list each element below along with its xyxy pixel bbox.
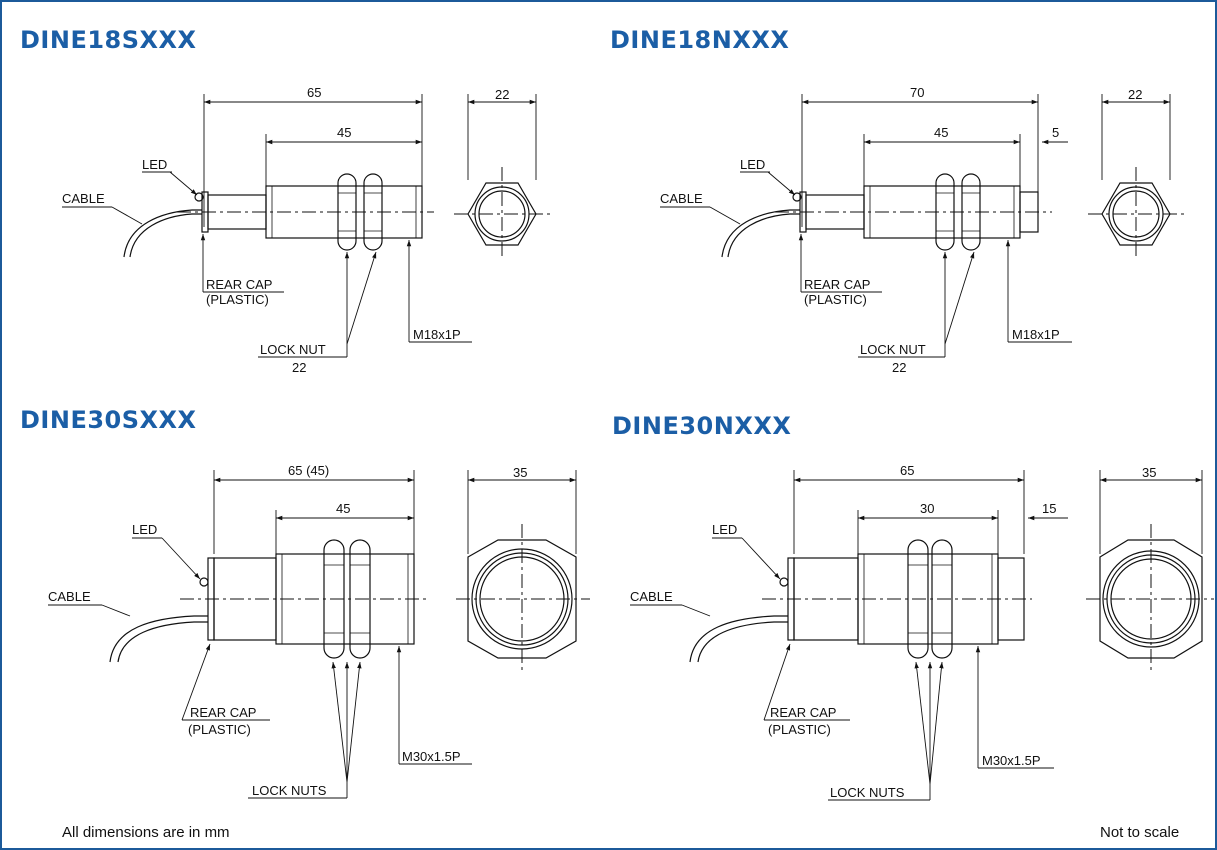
title-dine18nxxx: DINE18NXXX (610, 26, 790, 54)
label-lock-nuts: LOCK NUTS (830, 785, 905, 800)
label-cable: CABLE (62, 191, 105, 206)
label-lock-nut-size: 22 (292, 360, 306, 375)
dim-offset: 15 (1042, 501, 1056, 516)
dim-overall-length: 65 (307, 85, 321, 100)
label-thread-spec: M30x1.5P (402, 749, 461, 764)
dim-overall-length: 65 (900, 463, 914, 478)
label-rear-cap-material: (PLASTIC) (768, 722, 831, 737)
drawing-dine18sxxx (62, 94, 550, 358)
dim-thread-length: 45 (336, 501, 350, 516)
dim-hex-width: 22 (1128, 87, 1142, 102)
label-led: LED (142, 157, 167, 172)
dim-hex-width: 22 (495, 87, 509, 102)
label-rear-cap: REAR CAP (804, 277, 870, 292)
label-lock-nuts: LOCK NUTS (252, 783, 327, 798)
label-rear-cap: REAR CAP (770, 705, 836, 720)
label-thread-spec: M30x1.5P (982, 753, 1041, 768)
label-rear-cap-material: (PLASTIC) (206, 292, 269, 307)
drawing-dine30nxxx (630, 470, 1214, 801)
label-led: LED (132, 522, 157, 537)
label-rear-cap-material: (PLASTIC) (188, 722, 251, 737)
label-rear-cap: REAR CAP (206, 277, 272, 292)
cable (123, 209, 202, 258)
label-cable: CABLE (660, 191, 703, 206)
drawing-dine30sxxx (48, 470, 590, 799)
label-cable: CABLE (630, 589, 673, 604)
scale-note: Not to scale (1100, 824, 1180, 841)
label-led: LED (740, 157, 765, 172)
label-lock-nut: LOCK NUT (860, 342, 926, 357)
dim-hex-width: 35 (1142, 465, 1156, 480)
led-indicator (194, 192, 204, 202)
dim-overall-length: 65 (45) (288, 463, 329, 478)
label-cable: CABLE (48, 589, 91, 604)
label-thread-spec: M18x1P (1012, 327, 1060, 342)
dim-hex-width: 35 (513, 465, 527, 480)
title-dine30sxxx: DINE30SXXX (20, 406, 197, 434)
dim-thread-length: 45 (337, 125, 351, 140)
label-thread-spec: M18x1P (413, 327, 461, 342)
label-lock-nut: LOCK NUT (260, 342, 326, 357)
label-rear-cap-material: (PLASTIC) (804, 292, 867, 307)
title-dine30nxxx: DINE30NXXX (612, 412, 792, 440)
dim-thread-length: 45 (934, 125, 948, 140)
units-note: All dimensions are in mm (62, 824, 230, 841)
label-rear-cap: REAR CAP (190, 705, 256, 720)
label-led: LED (712, 522, 737, 537)
drawing-dine18nxxx (660, 94, 1184, 358)
title-dine18sxxx: DINE18SXXX (20, 26, 197, 54)
dim-thread-length: 30 (920, 501, 934, 516)
label-lock-nut-size: 22 (892, 360, 906, 375)
dim-overall-length: 70 (910, 85, 924, 100)
dim-offset: 5 (1052, 125, 1059, 140)
